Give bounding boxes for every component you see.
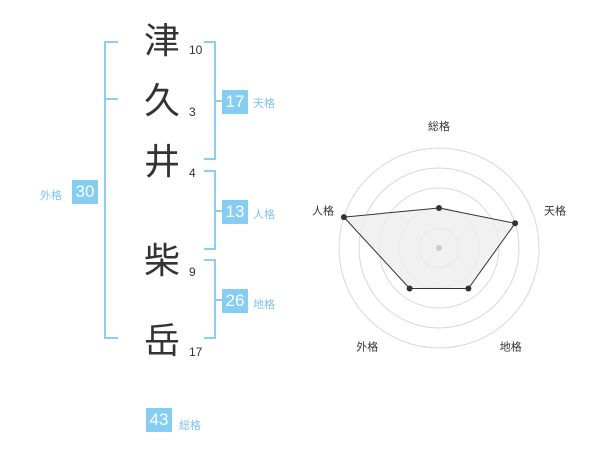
soukaku-score: 43: [146, 408, 172, 432]
name-char-4: 柴: [143, 241, 180, 282]
radar-polygon: [342, 207, 516, 289]
soukaku-label: 総格: [179, 419, 201, 432]
radar-point-2: [512, 220, 519, 227]
radar-label-3: 地格: [500, 340, 522, 354]
gaikaku-bracket-tick: [104, 98, 118, 100]
radar-ring-4: [358, 167, 520, 329]
stroke-count-1: 10: [189, 43, 203, 57]
name-char-2: 久: [143, 81, 180, 122]
name-char-3: 井: [143, 142, 180, 183]
radar-point-5: [340, 214, 347, 221]
stroke-count-2: 3: [189, 105, 196, 119]
radar-point-3: [465, 285, 472, 292]
radar-label-2: 天格: [544, 203, 566, 217]
jinkaku-bracket-tick: [214, 210, 222, 212]
stroke-count-4: 9: [189, 265, 196, 279]
chikaku-bracket-tick: [214, 299, 222, 301]
jinkaku-label: 人格: [253, 208, 275, 221]
radar-point-1: [436, 205, 442, 211]
radar-label-5: 人格: [312, 203, 334, 217]
chikaku-score: 26: [222, 289, 248, 313]
chikaku-label: 地格: [253, 298, 275, 311]
name-char-1: 津: [143, 21, 180, 62]
tenkaku-score: 17: [222, 90, 248, 114]
stroke-count-5: 17: [189, 345, 203, 359]
stroke-count-3: 4: [189, 166, 196, 180]
radar-ring-5: [338, 147, 540, 349]
name-char-5: 岳: [143, 321, 180, 362]
gaikaku-label: 外格: [40, 189, 62, 202]
radar-point-4: [406, 285, 413, 292]
gaikaku-bracket: [104, 41, 118, 339]
jinkaku-score: 13: [222, 200, 248, 224]
tenkaku-bracket-tick: [214, 100, 222, 102]
radar-points: [340, 205, 519, 292]
radar-label-4: 外格: [356, 340, 378, 354]
radar-label-1: 総格: [428, 119, 450, 133]
tenkaku-label: 天格: [253, 97, 275, 110]
gaikaku-score: 30: [72, 180, 98, 204]
radar-center-dot: [436, 245, 442, 251]
